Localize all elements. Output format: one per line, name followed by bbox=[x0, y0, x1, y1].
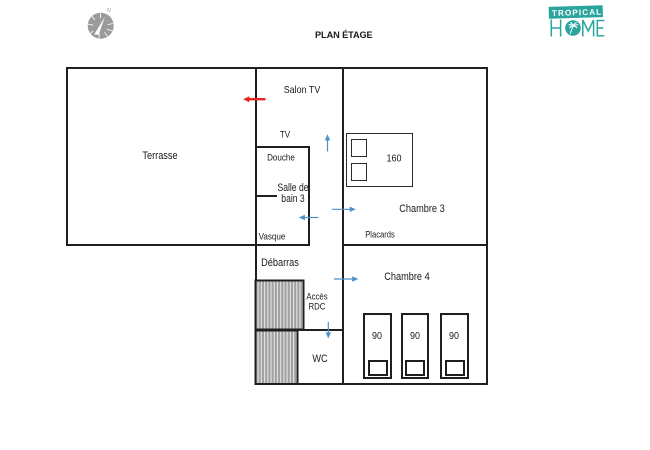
svg-text:TROPICAL: TROPICAL bbox=[552, 8, 602, 18]
svg-text:N: N bbox=[107, 8, 112, 14]
